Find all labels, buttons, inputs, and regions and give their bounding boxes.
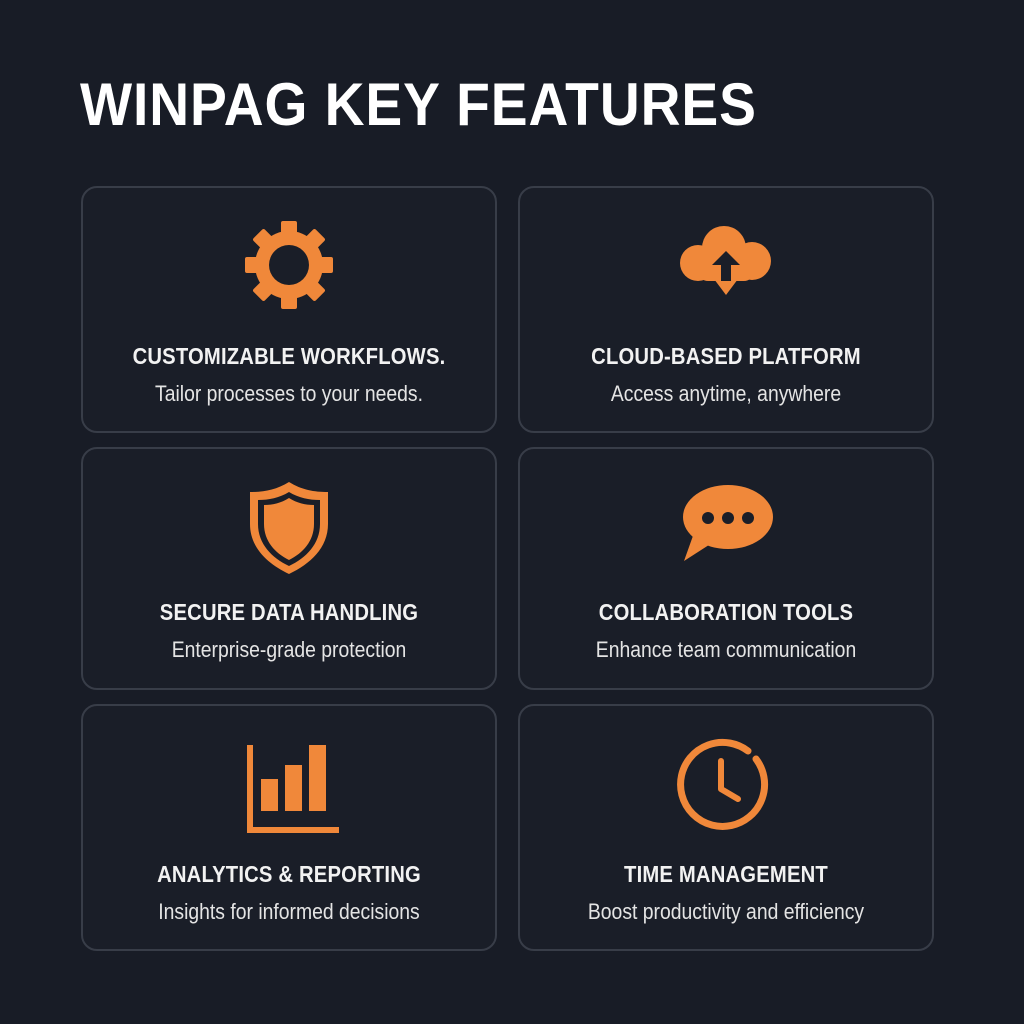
feature-card-time-management: TIME MANAGEMENT Boost productivity and e… xyxy=(518,704,934,951)
feature-description: Enterprise-grade protection xyxy=(171,637,407,662)
cloud-upload-download-icon xyxy=(666,208,786,318)
feature-title: SECURE DATA HANDLING xyxy=(159,599,419,625)
clock-icon xyxy=(666,730,786,840)
feature-title: ANALYTICS & REPORTING xyxy=(157,861,421,887)
feature-card-cloud-based-platform: CLOUD-BASED PLATFORM Access anytime, any… xyxy=(518,186,934,433)
feature-description: Access anytime, anywhere xyxy=(610,381,842,406)
feature-title: TIME MANAGEMENT xyxy=(624,861,828,887)
feature-title: CLOUD-BASED PLATFORM xyxy=(591,343,861,369)
feature-description: Boost productivity and efficiency xyxy=(587,899,865,924)
feature-title: CUSTOMIZABLE WORKFLOWS. xyxy=(132,343,446,369)
feature-description: Tailor processes to your needs. xyxy=(155,381,423,406)
feature-card-analytics-reporting: ANALYTICS & REPORTING Insights for infor… xyxy=(81,704,497,951)
feature-card-collaboration-tools: COLLABORATION TOOLS Enhance team communi… xyxy=(518,447,934,690)
feature-description: Enhance team communication xyxy=(595,637,857,662)
feature-card-secure-data-handling: SECURE DATA HANDLING Enterprise-grade pr… xyxy=(81,447,497,690)
bar-chart-icon xyxy=(229,730,349,840)
feature-card-customizable-workflows: CUSTOMIZABLE WORKFLOWS. Tailor processes… xyxy=(81,186,497,433)
feature-description: Insights for informed decisions xyxy=(158,899,420,924)
gear-icon xyxy=(229,210,349,320)
chat-bubble-icon xyxy=(666,471,786,581)
feature-title: COLLABORATION TOOLS xyxy=(598,599,854,625)
page-title: WINPAG KEY FEATURES xyxy=(80,71,757,138)
shield-icon xyxy=(229,471,349,581)
